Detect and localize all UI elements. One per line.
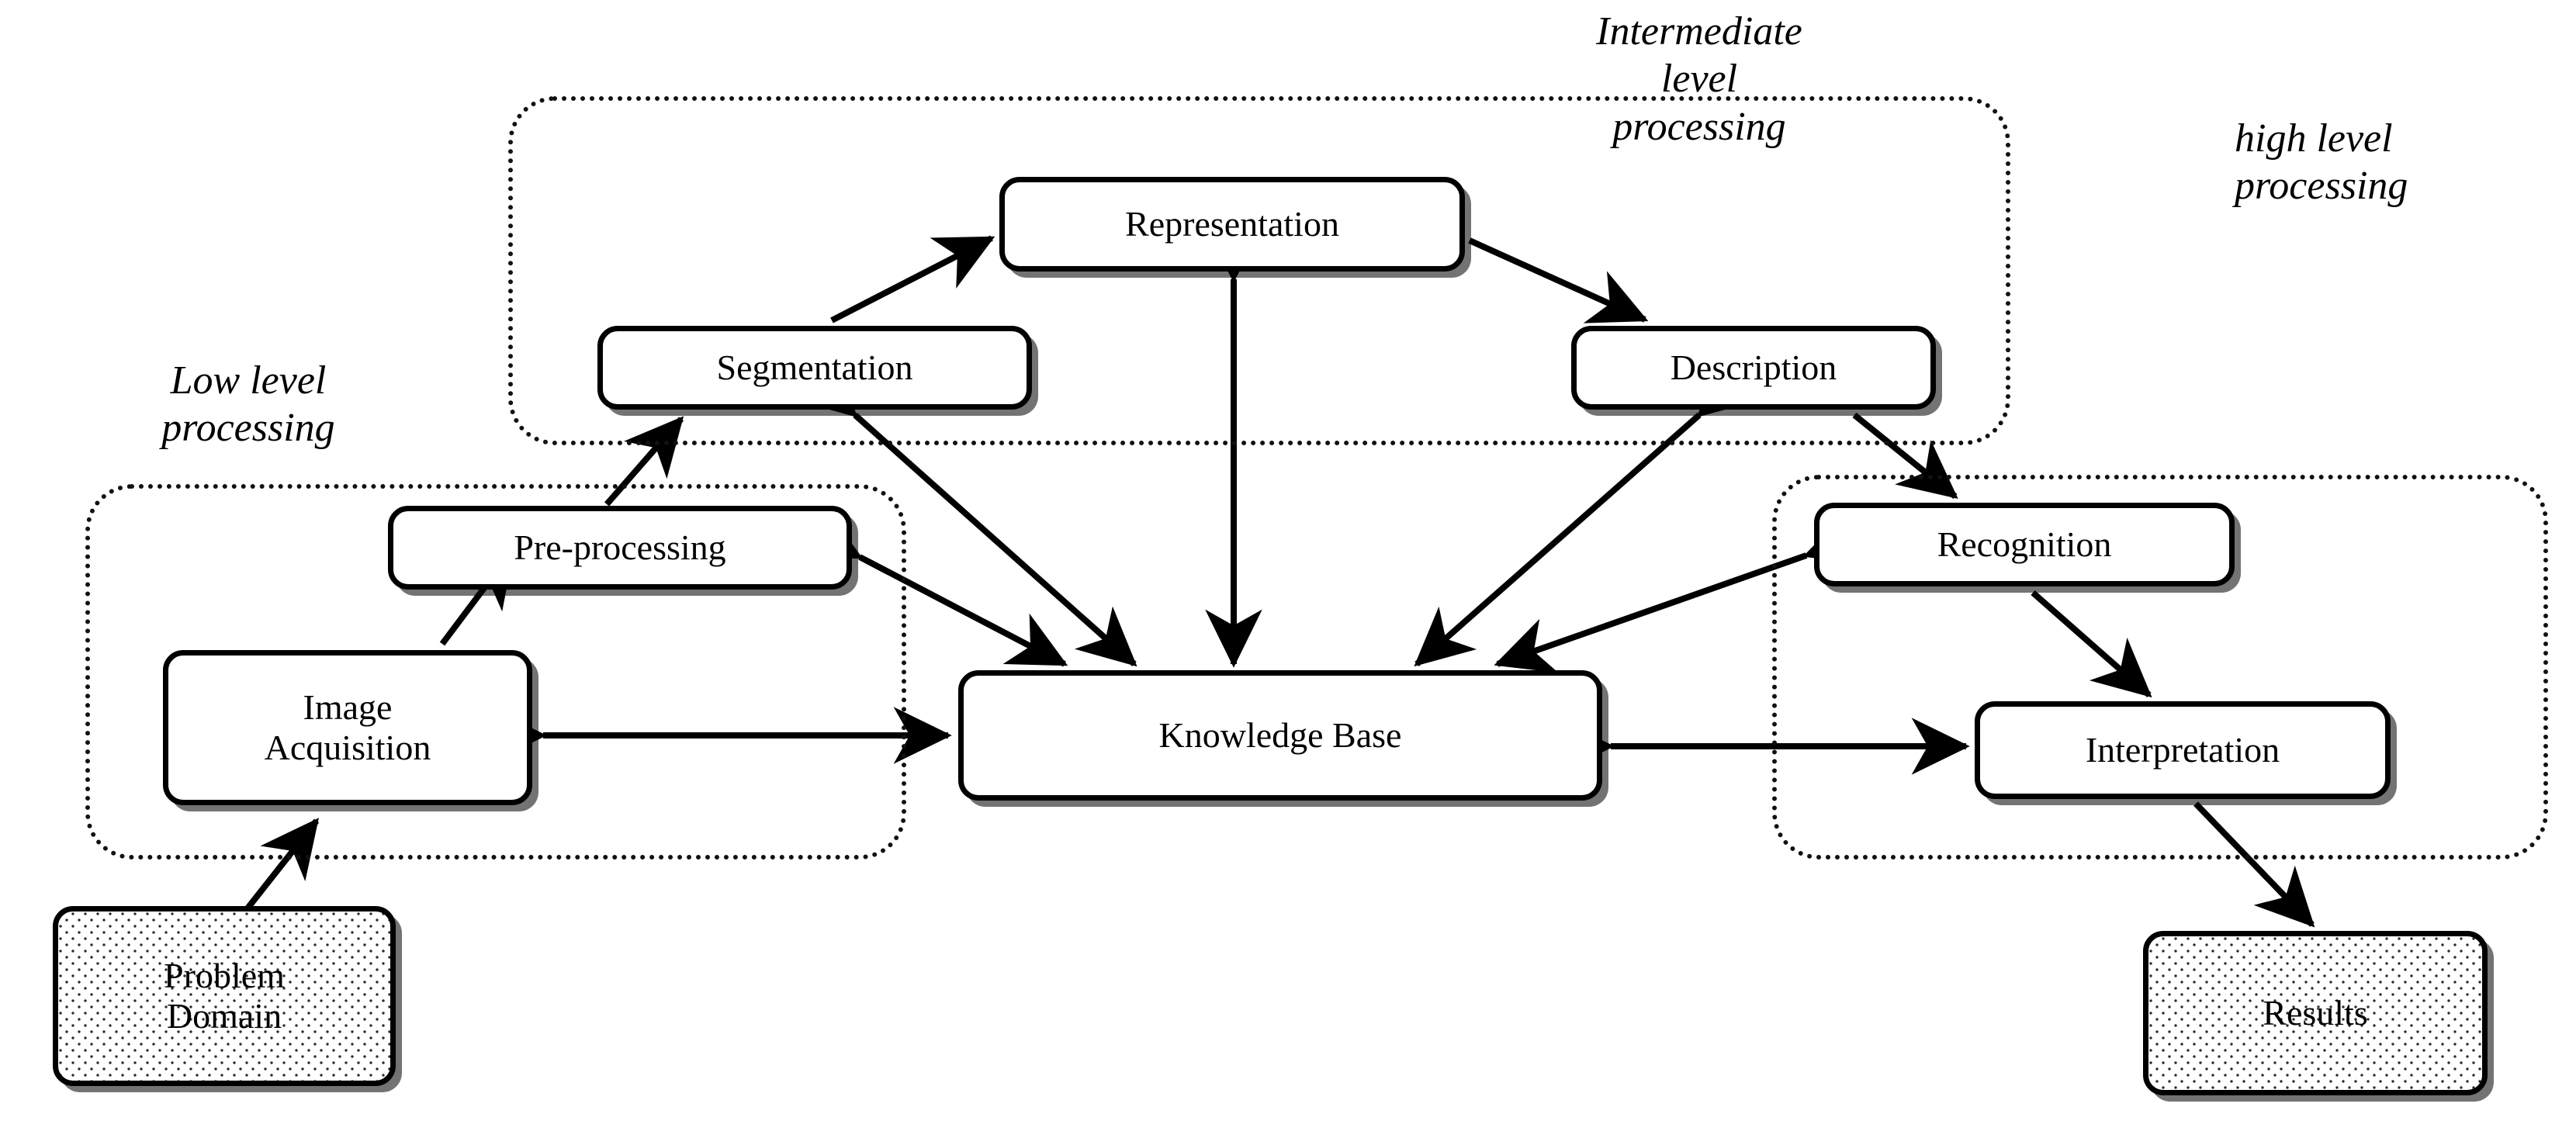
node-image-acquisition[interactable]: Image Acquisition <box>163 650 532 805</box>
edge-representation-to-description <box>1468 237 1649 323</box>
node-representation-label: Representation <box>1125 204 1339 244</box>
node-interpretation[interactable]: Interpretation <box>1975 701 2391 799</box>
intermediate-level-caption: Intermediate level processing <box>1596 9 1802 149</box>
edge-description-to-recognition <box>1852 412 1958 500</box>
node-knowledge-base-label: Knowledge Base <box>1158 715 1402 756</box>
node-results[interactable]: Results <box>2143 931 2488 1095</box>
edge-description-knowledge-base <box>1414 357 1760 667</box>
node-knowledge-base[interactable]: Knowledge Base <box>958 670 1602 801</box>
node-recognition[interactable]: Recognition <box>1814 503 2235 586</box>
node-problem-domain[interactable]: Problem Domain <box>53 906 396 1086</box>
node-problem-domain-label: Problem Domain <box>164 956 285 1036</box>
node-pre-processing[interactable]: Pre-processing <box>388 506 852 590</box>
node-results-label: Results <box>2263 993 2368 1033</box>
node-description[interactable]: Description <box>1571 326 1936 410</box>
edge-interpretation-to-results <box>2193 801 2315 928</box>
edge-segmentation-knowledge-base <box>795 357 1137 667</box>
low-level-group <box>85 484 906 860</box>
node-segmentation-label: Segmentation <box>716 348 913 388</box>
edge-segmentation-to-representation <box>830 235 995 323</box>
high-level-caption: high level processing <box>2235 116 2408 209</box>
low-level-caption: Low level processing <box>161 358 335 451</box>
node-image-acquisition-label: Image Acquisition <box>264 687 431 767</box>
node-description-label: Description <box>1670 348 1837 388</box>
node-recognition-label: Recognition <box>1937 524 2112 565</box>
edge-recognition-to-interpretation <box>2031 590 2152 698</box>
node-representation[interactable]: Representation <box>999 177 1465 272</box>
edge-pre-processing-to-segmentation <box>604 416 684 507</box>
node-segmentation[interactable]: Segmentation <box>597 326 1032 410</box>
node-interpretation-label: Interpretation <box>2085 730 2280 770</box>
node-pre-processing-label: Pre-processing <box>514 528 726 568</box>
edge-recognition-knowledge-base <box>1494 510 1868 673</box>
